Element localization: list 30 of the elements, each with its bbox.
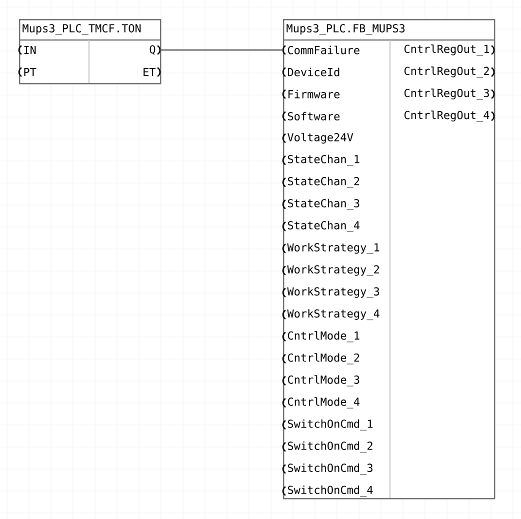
input-pin: IN: [18, 45, 36, 55]
input-pin: Firmware: [282, 89, 340, 99]
input-pin: SwitchOnCmd_3: [282, 463, 372, 474]
input-pin: DeviceId: [282, 67, 340, 77]
input-pin: StateChan_2: [282, 176, 360, 188]
input-pin: CommFailure: [282, 45, 360, 55]
connector-line: [160, 49, 283, 51]
input-pin: CntrlMode_2: [282, 353, 360, 364]
input-pin: PT: [18, 67, 36, 77]
input-pin: CntrlMode_3: [282, 375, 360, 386]
input-pin: Voltage24V: [282, 132, 354, 144]
input-pin: SwitchOnCmd_2: [282, 441, 372, 452]
input-pin: CntrlMode_4: [282, 397, 360, 408]
input-pin: Software: [282, 111, 340, 122]
output-pin: CntrlRegOut_1: [404, 44, 495, 56]
input-pin: SwitchOnCmd_1: [282, 419, 373, 430]
input-pin: WorkStrategy_1: [282, 242, 380, 254]
output-pin: CntrlRegOut_2: [404, 66, 495, 78]
input-pin: StateChan_3: [282, 198, 360, 210]
input-pin: WorkStrategy_4: [282, 309, 380, 320]
input-pin: WorkStrategy_3: [282, 287, 380, 298]
input-pin: CntrlMode_1: [282, 331, 360, 342]
input-pin: WorkStrategy_2: [282, 265, 379, 276]
input-pin: StateChan_1: [282, 154, 360, 166]
input-pin: StateChan_4: [282, 220, 360, 232]
output-pin: CntrlRegOut_3: [404, 88, 495, 100]
output-pin: ET: [144, 67, 161, 77]
output-pin: CntrlRegOut_4: [404, 110, 495, 122]
input-pin: SwitchOnCmd_4: [282, 486, 373, 496]
output-pin: Q: [150, 45, 161, 55]
